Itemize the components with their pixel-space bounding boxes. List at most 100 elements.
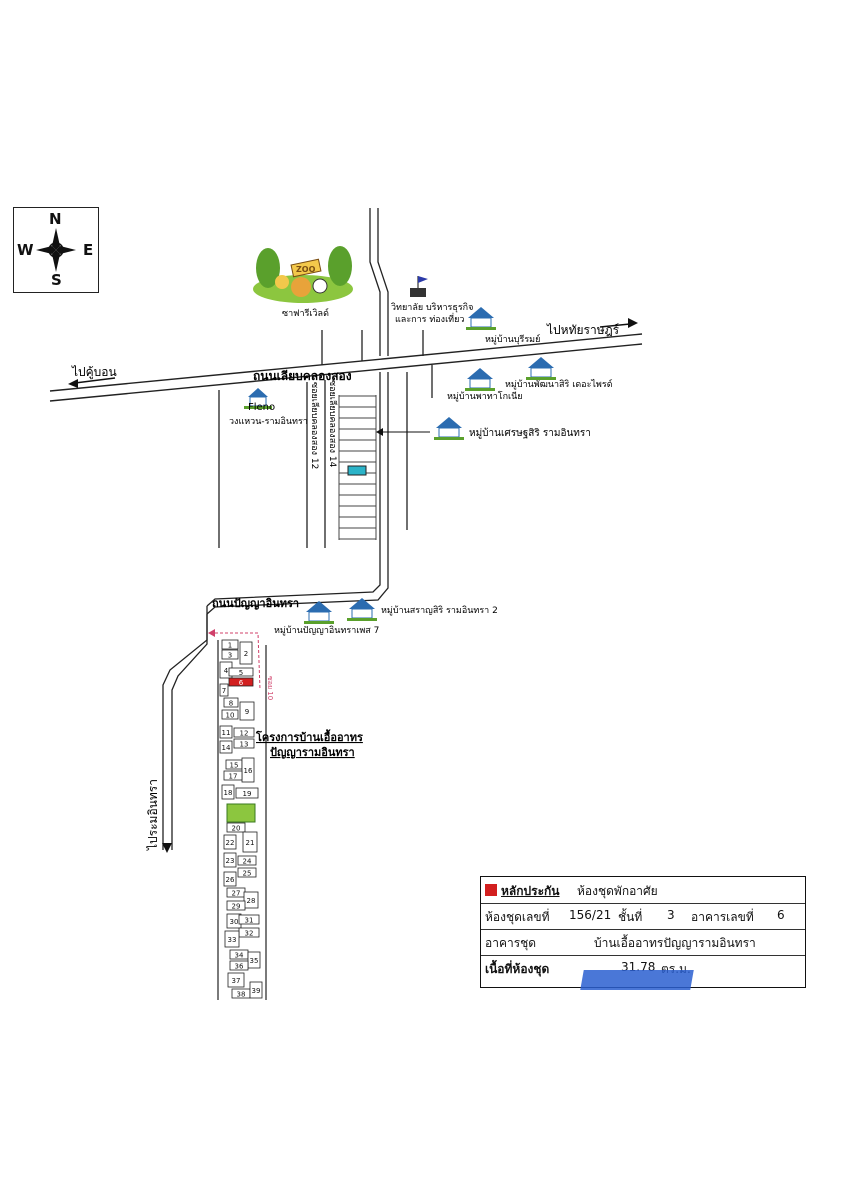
red-marker-icon	[485, 884, 497, 896]
stamp-mark	[580, 970, 694, 990]
building-11	[219, 725, 233, 739]
label-college: วิทยาลัย บริหารธุรกิจ	[391, 302, 473, 313]
building-label-3: 3	[228, 652, 232, 660]
house-icon	[526, 357, 556, 380]
north-road	[369, 208, 389, 356]
label-soi-small: ซอย 10	[266, 676, 274, 700]
house-icon	[465, 368, 495, 391]
building-18	[221, 784, 235, 800]
building-16	[241, 757, 255, 783]
fleno-house-icon	[244, 388, 272, 409]
building-13	[233, 738, 255, 749]
building-8	[223, 697, 239, 708]
building-3	[221, 649, 239, 660]
building-label-8: 8	[229, 700, 233, 708]
row-room: ห้องชุดเลขที่ 156/21 ชั้นที่ 3 อาคารเลขท…	[481, 903, 805, 930]
building-14	[219, 740, 233, 754]
building-label-17: 17	[229, 773, 238, 781]
building-label-30: 30	[230, 918, 239, 926]
building-label-39: 39	[252, 987, 261, 995]
building-label-2: 2	[244, 650, 248, 658]
side-roads	[218, 330, 433, 548]
building-label-18: 18	[224, 789, 233, 797]
compass: N S E W	[13, 207, 99, 293]
zoo-icon	[253, 246, 353, 303]
building-label: อาคารเลขที่	[691, 910, 754, 924]
label-fleno: Fleno	[248, 402, 275, 413]
label-college-2: และการ ท่องเที่ยว	[395, 312, 464, 325]
area-label: เนื้อที่ห้องชุด	[485, 962, 550, 976]
building-label-36: 36	[235, 963, 244, 971]
condo-label: อาคารชุด	[485, 936, 537, 950]
building-17	[223, 770, 243, 781]
label-mb-panya: หมู่บ้านปัญญาอินทราเพส 7	[274, 625, 379, 636]
building-label-24: 24	[243, 858, 252, 866]
building-label-16: 16	[244, 767, 253, 775]
building-label-27: 27	[232, 890, 241, 898]
collateral-label: หลักประกัน	[501, 884, 560, 898]
building-label-14: 14	[222, 744, 231, 752]
college-icon	[410, 276, 428, 297]
row-collateral: หลักประกัน ห้องชุดพักอาศัย	[481, 877, 805, 904]
building-6	[228, 677, 254, 687]
house-icon	[304, 601, 334, 624]
building-label-32: 32	[245, 930, 254, 938]
building-label-22: 22	[226, 839, 235, 847]
building-label-28: 28	[247, 897, 256, 905]
building-label-15: 15	[230, 762, 239, 770]
building-23	[223, 852, 237, 868]
route-arrow-icon	[208, 629, 215, 637]
village-marker	[347, 465, 367, 476]
building-label-1: 1	[228, 642, 232, 650]
label-panya-road: ถนนปัญญาอินทรา	[212, 597, 299, 610]
house-icon	[347, 598, 377, 621]
house-icon	[434, 417, 464, 440]
building-label-26: 26	[226, 876, 235, 884]
label-to-hathai: ไปหทัยราษฎร์	[546, 323, 620, 337]
building-31	[238, 914, 260, 925]
building-label-10: 10	[226, 712, 235, 720]
arrow-left-icon	[68, 377, 116, 388]
building-label-31: 31	[245, 917, 254, 925]
panya-road	[162, 372, 389, 850]
building-label-4: 4	[224, 667, 229, 675]
floor-label: ชั้นที่	[618, 910, 643, 924]
building-19	[235, 787, 259, 799]
arrow-right-icon	[599, 318, 638, 328]
building-2	[239, 641, 253, 665]
label-mb-sarasiri: หมู่บ้านสราญสิริ รามอินทรา 2	[381, 605, 498, 616]
project-title-line-2: ปัญญารามอินทรา	[270, 746, 355, 759]
zoo-sign: ZOO	[296, 265, 316, 274]
compass-south-label: S	[51, 271, 62, 289]
building-label-13: 13	[240, 741, 249, 749]
building-label-33: 33	[228, 936, 237, 944]
building-12	[233, 727, 255, 738]
label-to-ramintra: ไประมอินทรา	[146, 779, 160, 851]
building-label-19: 19	[243, 790, 252, 798]
building-label-21: 21	[246, 839, 255, 847]
building-label-7: 7	[222, 687, 226, 695]
building-35	[247, 951, 261, 969]
building-label-34: 34	[235, 952, 244, 960]
label-mb-setthasiri: หมู่บ้านเศรษฐสิริ รามอินทรา	[469, 427, 591, 439]
condo-value: บ้านเอื้ออาทรปัญญารามอินทรา	[594, 936, 756, 950]
floor-value: 3	[667, 908, 675, 922]
building-26	[223, 871, 237, 887]
compass-rose-icon	[36, 228, 76, 272]
building-label-12: 12	[240, 730, 249, 738]
compass-east-label: E	[83, 241, 94, 259]
building-label-6: 6	[239, 679, 244, 687]
label-safari: ซาฟารีเวิลด์	[282, 307, 329, 319]
project-road	[217, 640, 267, 1000]
collateral-value: ห้องชุดพักอาศัย	[577, 884, 658, 898]
building-9	[239, 701, 255, 721]
compass-north-label: N	[49, 210, 62, 228]
building-label-5: 5	[239, 669, 243, 677]
building-7	[219, 683, 229, 697]
building-label-20: 20	[232, 825, 241, 833]
building-label-29: 29	[232, 903, 241, 911]
label-soi12: ซอยเลียบคลองสอง 12	[309, 382, 320, 469]
building-label-9: 9	[245, 708, 249, 716]
